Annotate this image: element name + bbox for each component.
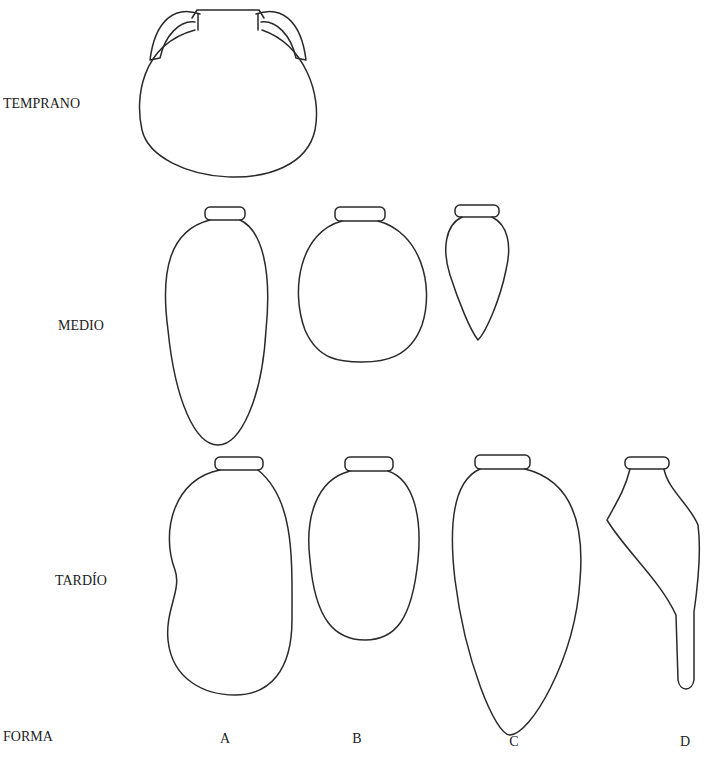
middle-vessels [165, 205, 508, 445]
form-letter: B [352, 731, 361, 746]
period-label: TEMPRANO [3, 96, 80, 111]
form-label: FORMA [3, 729, 53, 744]
period-label: TARDÍO [55, 573, 107, 588]
period-label: MEDIO [58, 318, 104, 333]
late-vessels [168, 455, 700, 735]
form-letter: C [509, 734, 518, 749]
early-amphora [140, 10, 317, 177]
form-letter: A [220, 731, 230, 746]
form-letter: D [680, 734, 690, 749]
